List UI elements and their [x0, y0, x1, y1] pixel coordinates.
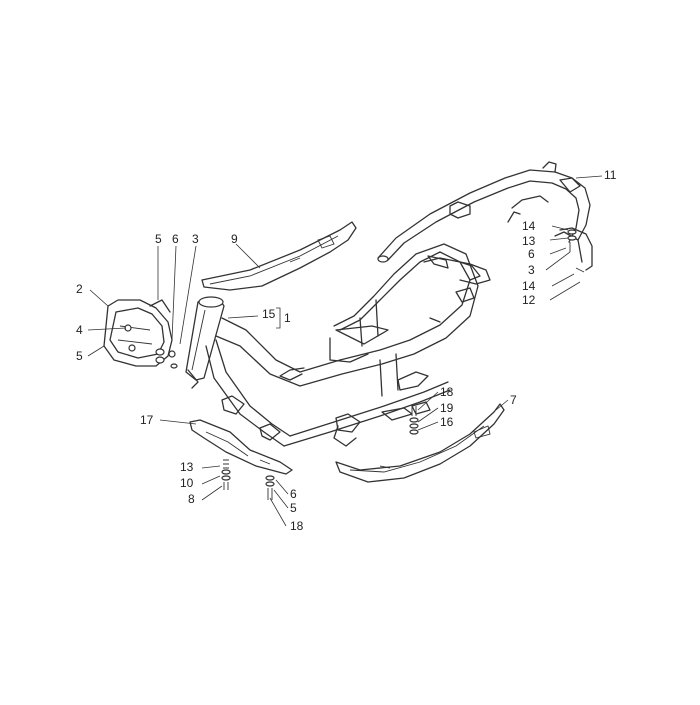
- callout-1: 1: [284, 311, 291, 325]
- callout-5-bottom: 5: [290, 501, 297, 515]
- callout-6-bottom: 6: [290, 487, 297, 501]
- callout-5-top: 5: [155, 232, 162, 246]
- part-1-main-frame: [185, 243, 491, 447]
- callout-18-right: 18: [440, 385, 454, 399]
- callout-8: 8: [188, 492, 195, 506]
- callout-7: 7: [510, 393, 517, 407]
- callout-2: 2: [76, 282, 83, 296]
- callout-3-right: 3: [528, 263, 535, 277]
- fasteners-6-5-18: [265, 475, 275, 500]
- fasteners-18-19-16: [409, 406, 419, 435]
- part-5-6-washers-front: [155, 348, 178, 369]
- fasteners-rack-right: [567, 229, 585, 273]
- part-7-lower-right-plate: [335, 403, 505, 483]
- part-11-rear-rack-tube: [377, 161, 593, 271]
- callout-6-top: 6: [172, 232, 179, 246]
- callout-16: 16: [440, 415, 454, 429]
- callout-10: 10: [180, 476, 194, 490]
- callout-14-bottom: 14: [522, 279, 536, 293]
- part-2-front-bracket: [103, 299, 173, 367]
- callout-5-left: 5: [76, 349, 83, 363]
- callout-14-top: 14: [522, 219, 536, 233]
- callout-labels: 5 6 3 9 2 4 5 15 1 11 14 13 6 3 14 12 17…: [76, 168, 617, 533]
- callout-11: 11: [604, 168, 617, 182]
- callout-13-right: 13: [522, 234, 536, 248]
- callout-17: 17: [140, 413, 154, 427]
- callout-19: 19: [440, 401, 454, 415]
- leader-lines: [87, 175, 603, 527]
- callout-13-left: 13: [180, 460, 194, 474]
- part-17-lower-cover-plate: [189, 419, 293, 475]
- callout-15: 15: [262, 307, 276, 321]
- callout-18-bottom: 18: [290, 519, 304, 533]
- fasteners-13-10-8: [221, 459, 231, 490]
- part-9-cover-plate: [201, 221, 357, 291]
- callout-6-right: 6: [528, 247, 535, 261]
- callout-4: 4: [76, 323, 83, 337]
- callout-9: 9: [231, 232, 238, 246]
- callout-12: 12: [522, 293, 536, 307]
- callout-3-top: 3: [192, 232, 199, 246]
